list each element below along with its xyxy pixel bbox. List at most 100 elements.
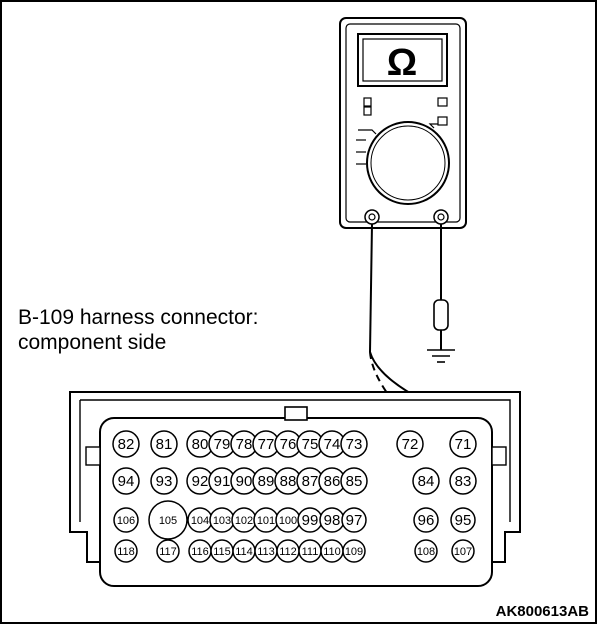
connector-pin: 112 [276,539,300,563]
connector-pin: 114 [232,539,256,563]
pin-label: 116 [191,546,209,558]
connector-latch [284,406,308,421]
connector-pin: 99 [297,507,323,533]
pin-label: 96 [418,512,435,529]
pin-label: 75 [302,436,319,453]
pin-label: 87 [302,473,319,490]
pin-outline [340,467,368,495]
pin-label: 98 [324,512,341,529]
pin-outline [412,467,440,495]
pin-label: 112 [279,546,297,558]
pin-outline [114,539,138,563]
connector-pin: 75 [296,430,324,458]
pin-outline [449,467,477,495]
pin-label: 105 [159,515,177,527]
scale-mark-icon [358,129,377,135]
pin-label: 95 [455,512,472,529]
connector-pin: 104 [187,507,213,533]
pin-outline [112,467,140,495]
connector-pin: 102 [231,507,257,533]
range-indicator-icon [437,97,448,107]
pin-label: 72 [402,436,419,453]
connector-pin: 116 [188,539,212,563]
connector-side-tab [85,446,101,466]
connector-caption: B-109 harness connector: component side [18,305,258,355]
pin-label: 117 [159,546,177,558]
pin-label: 92 [192,473,209,490]
connector-pin: 82 [112,430,140,458]
pin-label: 103 [213,515,231,527]
pin-label: 84 [418,473,435,490]
ground-icon [427,349,455,363]
caption-line-2: component side [18,331,167,354]
connector-pin: 117 [156,539,180,563]
pin-outline [413,507,439,533]
connector-pin: 100 [275,507,301,533]
connector-pin: 71 [449,430,477,458]
pin-label: 78 [236,436,253,453]
pin-label: 115 [213,546,231,558]
connector-pin: 97 [341,507,367,533]
pin-label: 82 [118,436,135,453]
mode-indicator-icon [363,97,372,107]
connector-pin: 92 [186,467,214,495]
pin-label: 110 [323,546,341,558]
ground-probe [433,299,449,350]
pin-label: 109 [345,546,363,558]
connector-pin: 77 [252,430,280,458]
caption-line-1: B-109 harness connector: [18,306,259,329]
pin-label: 74 [324,436,341,453]
pin-label: 102 [235,515,253,527]
pin-label: 79 [214,436,231,453]
connector-pin: 80 [186,430,214,458]
probe-jack-com [364,209,380,225]
multimeter: Ω [339,17,467,229]
pin-outline [449,430,477,458]
connector-pin: 88 [274,467,302,495]
pin-label: 89 [258,473,275,490]
probe-jack-com-inner [368,213,376,221]
connector-pin: 96 [413,507,439,533]
pin-label: 73 [346,436,363,453]
connector-pin: 108 [414,539,438,563]
pin-label: 114 [235,546,253,558]
pin-outline [150,467,178,495]
pin-outline [150,430,178,458]
pin-label: 90 [236,473,253,490]
pin-label: 94 [118,473,135,490]
connector-pin: 118 [114,539,138,563]
pin-label: 107 [454,546,472,558]
pin-outline [148,500,188,540]
rotary-dial-inner [370,125,446,201]
pin-outline [396,430,424,458]
connector-pin: 94 [112,467,140,495]
pin-label: 91 [214,473,231,490]
mode-indicator-icon [363,106,372,116]
connector-pin: 113 [254,539,278,563]
meter-display-inner [362,38,443,82]
connector-pin: 73 [340,430,368,458]
connector-pin: 111 [298,539,322,563]
figure-code: AK800613AB [495,603,589,620]
connector-pin: 76 [274,430,302,458]
pin-outline [450,507,476,533]
lead-wire [369,223,373,353]
pin-label: 113 [257,546,275,558]
connector-pin: 107 [451,539,475,563]
connector-pin: 83 [449,467,477,495]
pin-label: 81 [156,436,173,453]
connector-pin: 95 [450,507,476,533]
connector-pin: 85 [340,467,368,495]
meter-display [357,33,448,87]
meter-inner [345,23,461,223]
rotary-dial [366,121,450,205]
pin-label: 80 [192,436,209,453]
pin-outline [341,507,367,533]
connector-pin: 90 [230,467,258,495]
connector-pin: 84 [412,467,440,495]
ohm-symbol: Ω [387,42,417,84]
pin-label: 104 [191,515,209,527]
